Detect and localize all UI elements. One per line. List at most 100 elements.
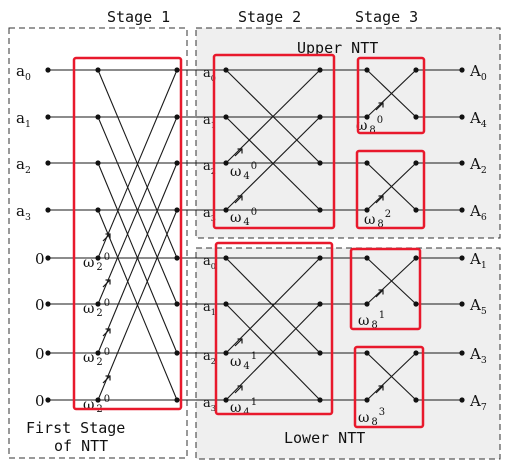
stage1-twiddle-arrow [102, 233, 111, 242]
stage2-cross-up [225, 303, 321, 401]
output-label: A2 [469, 155, 487, 176]
arrows-layer [102, 102, 384, 394]
stage1-cross-up [97, 209, 178, 401]
stage3-twiddle-arrow [375, 289, 384, 298]
stage3-box-4 [353, 345, 425, 429]
stage3-out-node [413, 350, 419, 356]
stage1-twiddle-arrow [102, 375, 111, 384]
output-label: A4 [469, 109, 487, 130]
stage3-out-node [413, 397, 419, 403]
stage3-box-2 [355, 149, 426, 230]
stage3-box-3 [349, 247, 422, 331]
input-node [45, 255, 51, 261]
stage1-out-node [174, 255, 180, 261]
output-label: A0 [469, 62, 487, 83]
stage3-out-node [413, 160, 419, 166]
stage1-in-node [95, 160, 101, 166]
input-node [45, 67, 51, 73]
stage2-input-label: a1 [203, 300, 216, 317]
input-label: 0 [35, 345, 45, 363]
stage2-input-label: a2 [203, 349, 216, 366]
input-node [45, 160, 51, 166]
input-node [45, 350, 51, 356]
stage2-in-node [223, 301, 229, 307]
output-label: A6 [469, 202, 487, 223]
stage2-twiddle-arrow [234, 195, 243, 204]
output-label: A5 [469, 296, 487, 317]
stage3-in-node [364, 67, 370, 73]
stage3-twiddle-arrow [375, 102, 384, 111]
stage3-out-node [413, 301, 419, 307]
lower-ntt-label: Lower NTT [284, 429, 365, 447]
upper-ntt-label: Upper NTT [297, 39, 378, 57]
upper-stage2-highlight-box [212, 53, 336, 230]
stage2-out-node [317, 350, 323, 356]
output-label: A1 [469, 250, 487, 271]
stage2-out-node [317, 207, 323, 213]
output-node [459, 255, 465, 261]
lower-stage2-highlight-box [214, 241, 334, 416]
stage1-out-node [174, 114, 180, 120]
stage3-out-node [413, 67, 419, 73]
input-label: 0 [35, 250, 45, 268]
stage2-in-node [223, 350, 229, 356]
stage2-cross-up [225, 116, 321, 211]
stage2-input-label: a0 [203, 254, 216, 271]
stage3-in-node [364, 397, 370, 403]
stage1-cross-up [97, 69, 178, 259]
stage3-out-node [413, 255, 419, 261]
stage1-in-node [95, 255, 101, 261]
stage-2-label: Stage 2 [238, 8, 301, 26]
stage3-out-node [413, 114, 419, 120]
stage1-in-node [95, 301, 101, 307]
stage3-twiddle-arrow [375, 195, 384, 204]
stage1-twiddle-arrow [102, 328, 111, 337]
stage2-out-node [317, 397, 323, 403]
stage1-out-node [174, 67, 180, 73]
input-label: a1 [16, 109, 31, 130]
input-node [45, 397, 51, 403]
stage2-out-node [317, 255, 323, 261]
stage2-out-node [317, 114, 323, 120]
input-node [45, 301, 51, 307]
output-label: A3 [469, 345, 487, 366]
stage3-twiddle-arrow [375, 385, 384, 394]
stage3-box-1 [356, 56, 426, 135]
stage1-in-node [95, 67, 101, 73]
stage2-in-node [223, 255, 229, 261]
stage2-out-node [317, 160, 323, 166]
stage2-in-node [223, 207, 229, 213]
stage1-out-node [174, 160, 180, 166]
stage1-highlight-box [72, 56, 183, 411]
stage2-twiddle-arrow [234, 385, 243, 394]
input-label: a0 [16, 62, 31, 83]
stage1-out-node [174, 350, 180, 356]
stage2-in-node [223, 114, 229, 120]
stage-1-label: Stage 1 [107, 8, 170, 26]
highlight-boxes [72, 53, 426, 429]
input-node [45, 114, 51, 120]
output-node [459, 301, 465, 307]
stage2-out-node [317, 301, 323, 307]
stage2-input-label: a3 [203, 396, 216, 413]
stage1-out-node [174, 207, 180, 213]
input-label: a2 [16, 155, 31, 176]
stage2-cross-up [225, 257, 321, 354]
input-label: 0 [35, 392, 45, 410]
stage2-twiddle-arrow [234, 148, 243, 157]
output-node [459, 397, 465, 403]
stage1-twiddle-arrow [102, 279, 111, 288]
input-label: a3 [16, 202, 31, 223]
output-node [459, 114, 465, 120]
stage3-cross-up [366, 69, 417, 118]
